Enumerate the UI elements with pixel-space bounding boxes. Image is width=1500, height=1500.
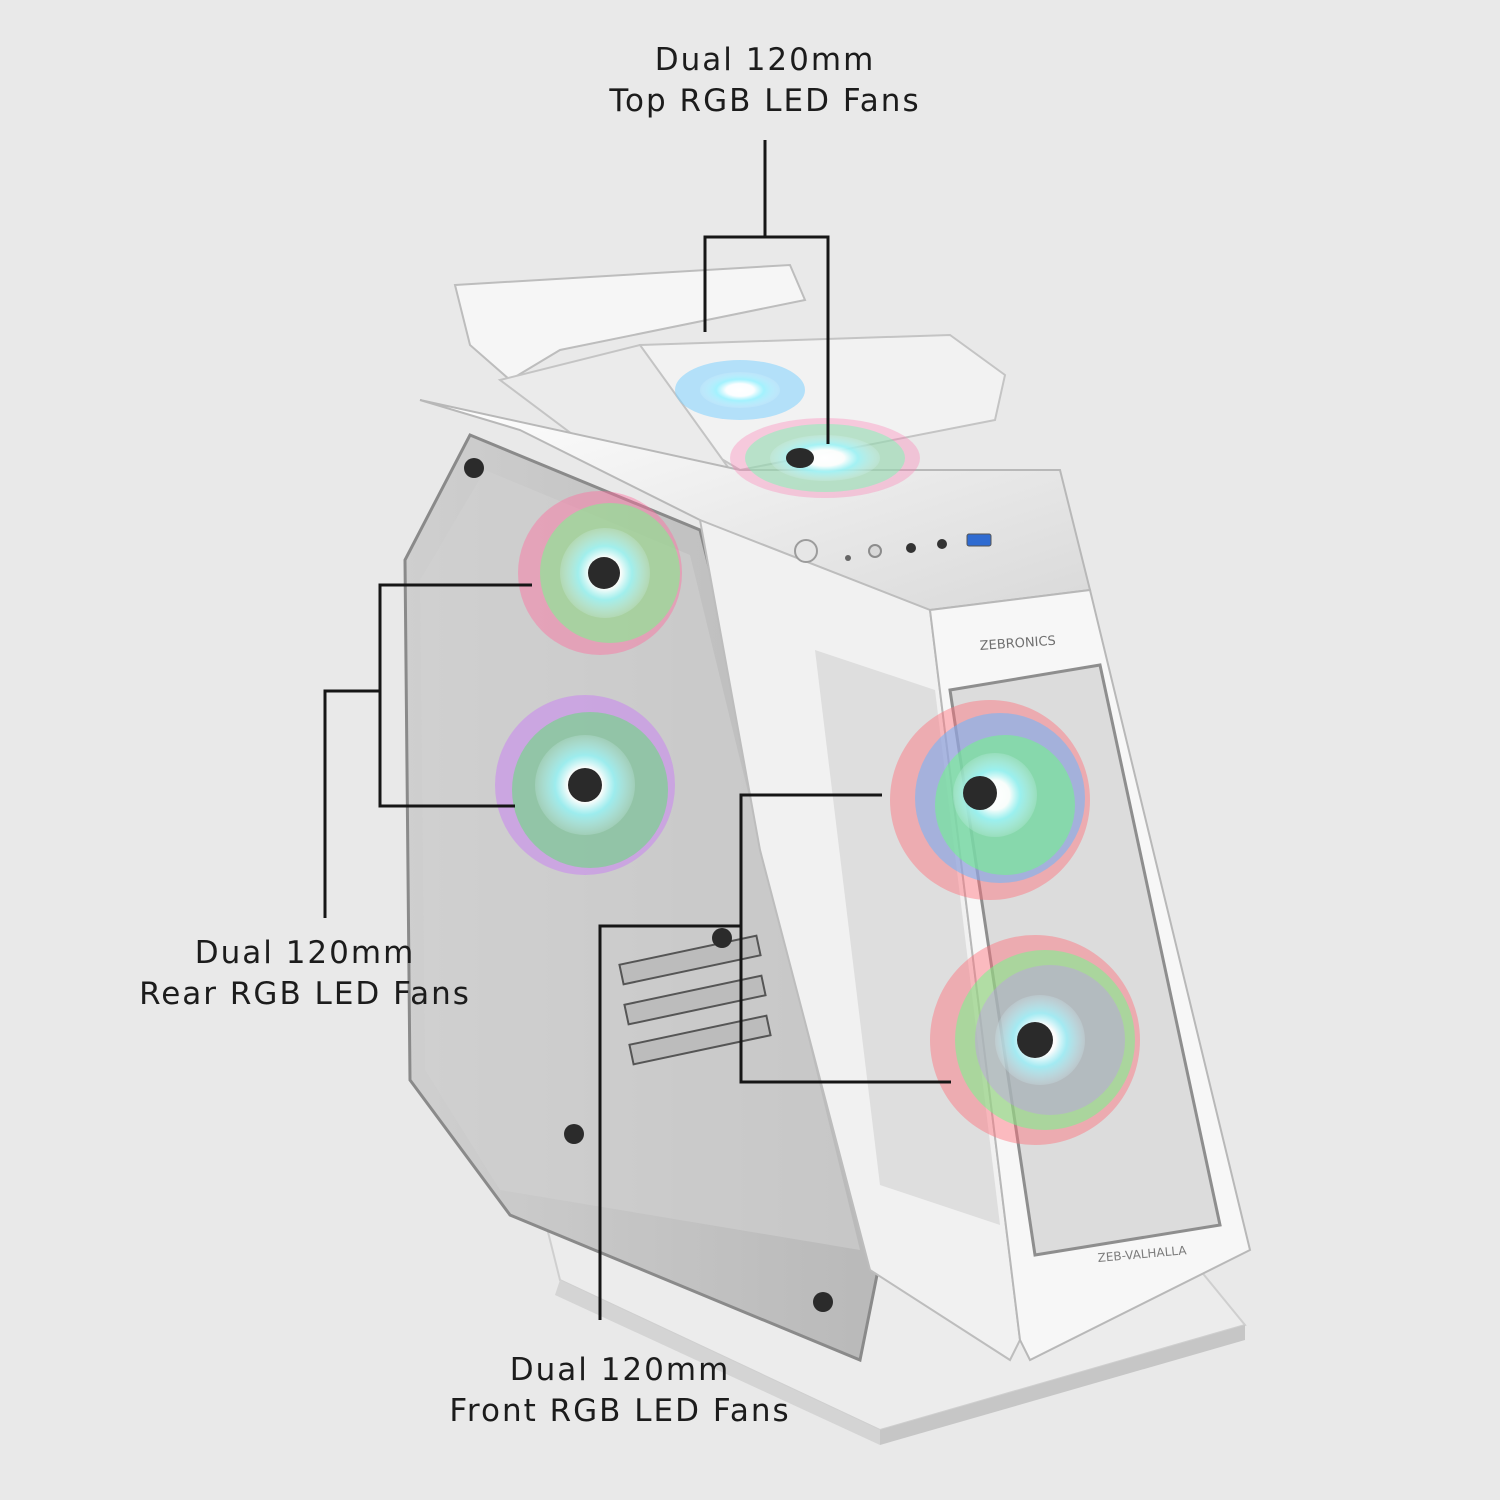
top-fan-2 [730, 418, 920, 498]
svg-text:ZEBRONICS: ZEBRONICS [979, 634, 1056, 654]
callout-line-front [598, 793, 951, 1320]
callout-top-line1: Dual 120mm [654, 42, 876, 78]
front-fan-1 [890, 700, 1090, 900]
callout-rear-line2: Rear RGB LED Fans [139, 976, 471, 1012]
front-fan-2 [930, 935, 1140, 1145]
callout-rear-fans: Dual 120mm Rear RGB LED Fans [90, 933, 520, 1015]
callout-front-line2: Front RGB LED Fans [449, 1393, 791, 1429]
callout-top-line2: Top RGB LED Fans [609, 83, 921, 119]
rear-fan-1 [518, 491, 682, 655]
callout-front-line1: Dual 120mm [509, 1352, 731, 1388]
callout-top-fans: Dual 120mm Top RGB LED Fans [540, 40, 990, 122]
callout-rear-line1: Dual 120mm [194, 935, 416, 971]
front-io-panel [794, 533, 992, 563]
pci-slots [618, 934, 772, 1066]
callout-line-rear [323, 583, 532, 918]
top-fan-1 [675, 360, 805, 420]
rear-fan-2 [495, 695, 675, 875]
callout-line-top [703, 140, 830, 444]
thumb-screws [464, 458, 833, 1312]
callout-front-fans: Dual 120mm Front RGB LED Fans [400, 1350, 840, 1432]
